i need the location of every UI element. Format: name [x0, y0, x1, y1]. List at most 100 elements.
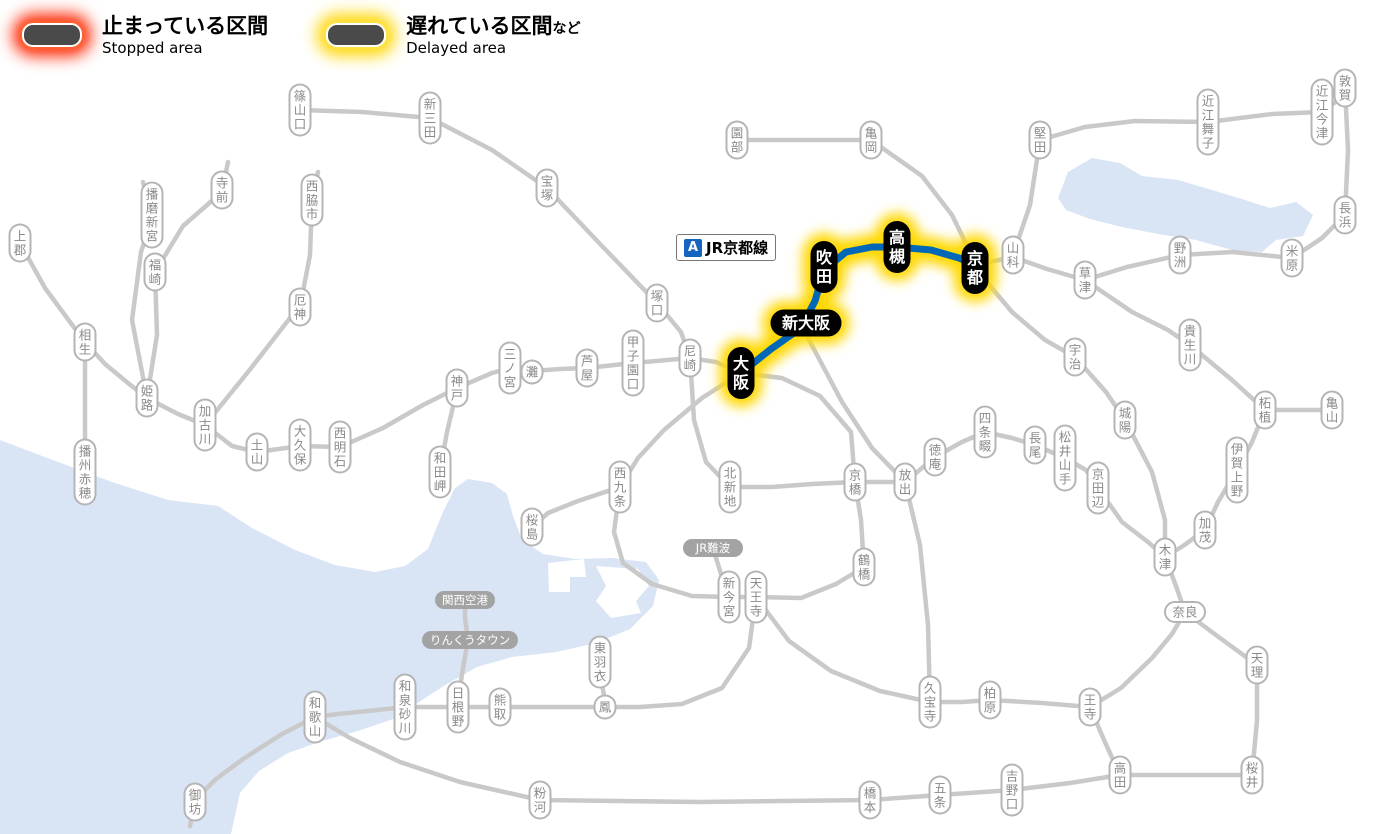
svg-text:近江舞子: 近江舞子 — [1202, 93, 1215, 150]
station-pill: 播州赤穂 — [73, 438, 97, 506]
island — [596, 566, 649, 618]
svg-text:寺前: 寺前 — [216, 175, 229, 204]
svg-text:柏原: 柏原 — [984, 685, 997, 714]
station-pill: 上郡 — [8, 223, 32, 263]
svg-text:米原: 米原 — [1286, 243, 1299, 272]
station-pill: 近江舞子 — [1196, 88, 1220, 156]
svg-text:吉野口: 吉野口 — [1006, 768, 1019, 811]
station-pill: 篠山口 — [288, 83, 312, 137]
svg-text:鳳: 鳳 — [599, 699, 612, 714]
svg-text:天理: 天理 — [1251, 650, 1264, 679]
svg-text:柘植: 柘植 — [1259, 395, 1272, 424]
svg-text:亀岡: 亀岡 — [865, 125, 878, 154]
station-pill: 松井山手 — [1053, 424, 1077, 492]
svg-text:亀山: 亀山 — [1326, 395, 1339, 424]
svg-text:鶴橋: 鶴橋 — [858, 552, 871, 581]
station-pill: 甲子園口 — [621, 329, 645, 397]
lake-biwa — [1058, 158, 1313, 252]
svg-text:桜井: 桜井 — [1246, 760, 1259, 789]
svg-text:新三田: 新三田 — [424, 96, 437, 139]
station-pill: 新今宮 — [717, 570, 741, 624]
station-pill: 京田辺 — [1086, 461, 1110, 515]
svg-text:篠山口: 篠山口 — [294, 88, 307, 131]
station-pill: 桜島 — [520, 507, 544, 547]
svg-text:野洲: 野洲 — [1174, 240, 1187, 269]
svg-text:城陽: 城陽 — [1119, 405, 1132, 434]
station-pill: 徳庵 — [923, 437, 947, 477]
svg-text:宝塚: 宝塚 — [541, 173, 554, 202]
svg-text:灘: 灘 — [526, 364, 539, 379]
station-pill: 京橋 — [843, 462, 867, 502]
svg-text:粉河: 粉河 — [534, 785, 547, 814]
legend-stopped-sublabel: Stopped area — [102, 39, 203, 58]
station-pill: 貴生川 — [1178, 318, 1202, 372]
station-pill: 西脇市 — [300, 173, 324, 227]
svg-text:甲子園口: 甲子園口 — [627, 334, 640, 391]
station-pill: 放出 — [893, 462, 917, 502]
stopped-area-icon — [22, 23, 82, 47]
rail-line — [297, 107, 693, 361]
station-pill: 尼崎 — [678, 338, 702, 378]
station-pill: 亀岡 — [859, 120, 883, 160]
svg-text:和田岬: 和田岬 — [434, 450, 447, 493]
svg-text:徳庵: 徳庵 — [929, 442, 942, 471]
svg-text:相生: 相生 — [79, 327, 92, 356]
svg-text:北新地: 北新地 — [724, 465, 737, 508]
station-pill: 米原 — [1280, 238, 1304, 278]
station-pill: 福崎 — [143, 252, 167, 292]
svg-text:播州赤穂: 播州赤穂 — [79, 443, 92, 500]
station-pill: 東羽衣 — [588, 635, 612, 689]
station-pill: 宝塚 — [535, 168, 559, 208]
station-pill: 加茂 — [1193, 510, 1217, 550]
station-pill: 厄神 — [288, 287, 312, 327]
station-pill: 加古川 — [193, 398, 217, 452]
svg-text:高田: 高田 — [1114, 760, 1127, 789]
svg-text:京田辺: 京田辺 — [1092, 466, 1105, 509]
svg-text:和泉砂川: 和泉砂川 — [399, 678, 412, 735]
station-pill: 園部 — [725, 120, 749, 160]
rail-line — [312, 714, 1123, 805]
svg-text:上郡: 上郡 — [14, 228, 27, 257]
svg-text:熊取: 熊取 — [494, 692, 507, 721]
station-pill: 橋本 — [858, 780, 882, 820]
station-pill-highlighted: 高槻 — [883, 221, 911, 273]
station-pill: 粉河 — [528, 780, 552, 820]
svg-text:塚口: 塚口 — [651, 288, 664, 317]
svg-text:芦屋: 芦屋 — [581, 353, 594, 382]
station-pill: 草津 — [1073, 260, 1097, 300]
rail-line — [1162, 407, 1268, 560]
station-pill: 西九条 — [608, 460, 632, 514]
svg-text:姫路: 姫路 — [141, 383, 154, 412]
svg-text:草津: 草津 — [1079, 265, 1092, 294]
svg-text:奈良: 奈良 — [1172, 604, 1197, 619]
station-pill: 木津 — [1153, 537, 1177, 577]
station-pill: 天王寺 — [744, 570, 768, 624]
station-pill: 三ノ宮 — [498, 341, 522, 395]
svg-text:りんくうタウン: りんくうタウン — [430, 633, 510, 647]
svg-text:加茂: 加茂 — [1199, 515, 1212, 544]
rail-line — [734, 137, 978, 265]
svg-text:尼崎: 尼崎 — [684, 343, 697, 372]
svg-text:敦賀: 敦賀 — [1339, 73, 1352, 102]
svg-text:松井山手: 松井山手 — [1059, 429, 1072, 486]
station-pill: 芦屋 — [575, 348, 599, 388]
station-pill: 和田岬 — [428, 445, 452, 499]
legend-stopped-label: 止まっている区間 — [102, 14, 269, 38]
station-pill: 大久保 — [288, 418, 312, 472]
station-pill: 和歌山 — [303, 690, 327, 744]
svg-text:山科: 山科 — [1007, 240, 1020, 269]
station-pill: 桜井 — [1240, 755, 1264, 795]
station-pill: 和泉砂川 — [393, 673, 417, 741]
legend-item-stopped: 止まっている区間 Stopped area — [22, 14, 268, 59]
svg-text:桜島: 桜島 — [526, 512, 539, 541]
station-pill: 熊取 — [488, 687, 512, 727]
station-pill: 山科 — [1001, 235, 1025, 275]
station-pill: 土山 — [245, 432, 269, 472]
svg-text:厄神: 厄神 — [294, 292, 307, 321]
svg-text:貴生川: 貴生川 — [1184, 323, 1197, 366]
station-label: りんくうタウン — [422, 631, 518, 649]
svg-text:橋本: 橋本 — [864, 785, 877, 814]
station-pill: 鶴橋 — [852, 547, 876, 587]
station-pill: 長尾 — [1023, 425, 1047, 465]
